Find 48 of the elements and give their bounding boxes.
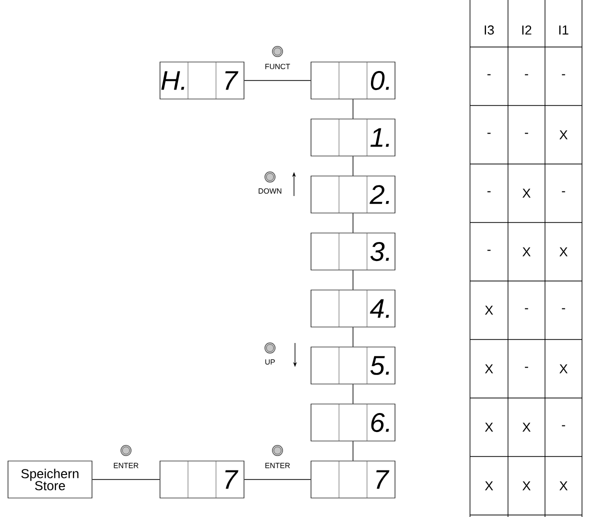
digit-display: 0. <box>310 62 396 100</box>
digit-display: 3. <box>310 232 396 270</box>
connector-line <box>352 326 354 348</box>
table-cell: X <box>522 247 531 256</box>
label-box: Speichern Store <box>8 460 92 498</box>
column-header: I1 <box>559 26 568 34</box>
column-header: I2 <box>522 25 532 35</box>
digit-display: 7 <box>310 460 396 498</box>
connector-line <box>352 270 354 290</box>
connector-line <box>92 479 160 480</box>
table-cell: - <box>487 74 491 76</box>
table-cell: - <box>524 74 528 76</box>
table-cell: - <box>562 191 566 192</box>
table-cell: - <box>487 132 491 134</box>
table-cell: - <box>562 425 566 426</box>
table-cell: X <box>559 247 568 256</box>
table-cell: X <box>484 306 494 315</box>
table-cell: - <box>487 191 491 192</box>
connector-line <box>352 156 354 176</box>
table-cell: - <box>487 250 491 251</box>
digit-display: 4. <box>310 290 396 328</box>
connector-line <box>352 384 354 404</box>
connector-line <box>244 80 312 81</box>
table-cell: X <box>559 364 568 374</box>
connector-line <box>352 212 354 234</box>
digit-display: 2. <box>310 176 396 214</box>
table-cell: X <box>484 481 494 490</box>
connector-line <box>244 479 312 480</box>
table-cell: X <box>522 481 531 490</box>
column-header: I3 <box>484 25 494 35</box>
table-cell: - <box>562 74 566 76</box>
connector-line <box>352 440 354 462</box>
connector-line <box>352 98 354 120</box>
table-cell: - <box>524 132 528 134</box>
digit-display: 1. <box>310 118 396 156</box>
digit-display: 5. <box>310 346 396 384</box>
table-cell: X <box>484 422 494 432</box>
table-cell: X <box>559 481 568 490</box>
table-cell: X <box>522 188 531 198</box>
digit-display: 7 <box>160 460 244 498</box>
table-cell: - <box>562 308 566 310</box>
table-cell: X <box>522 422 531 432</box>
table-cell: X <box>559 130 568 140</box>
digit-display: 6. <box>310 404 396 442</box>
table-cell: - <box>524 366 528 368</box>
table-cell: X <box>484 364 494 374</box>
table-cell: - <box>524 308 528 310</box>
digit-display: H. 7 <box>160 62 244 100</box>
